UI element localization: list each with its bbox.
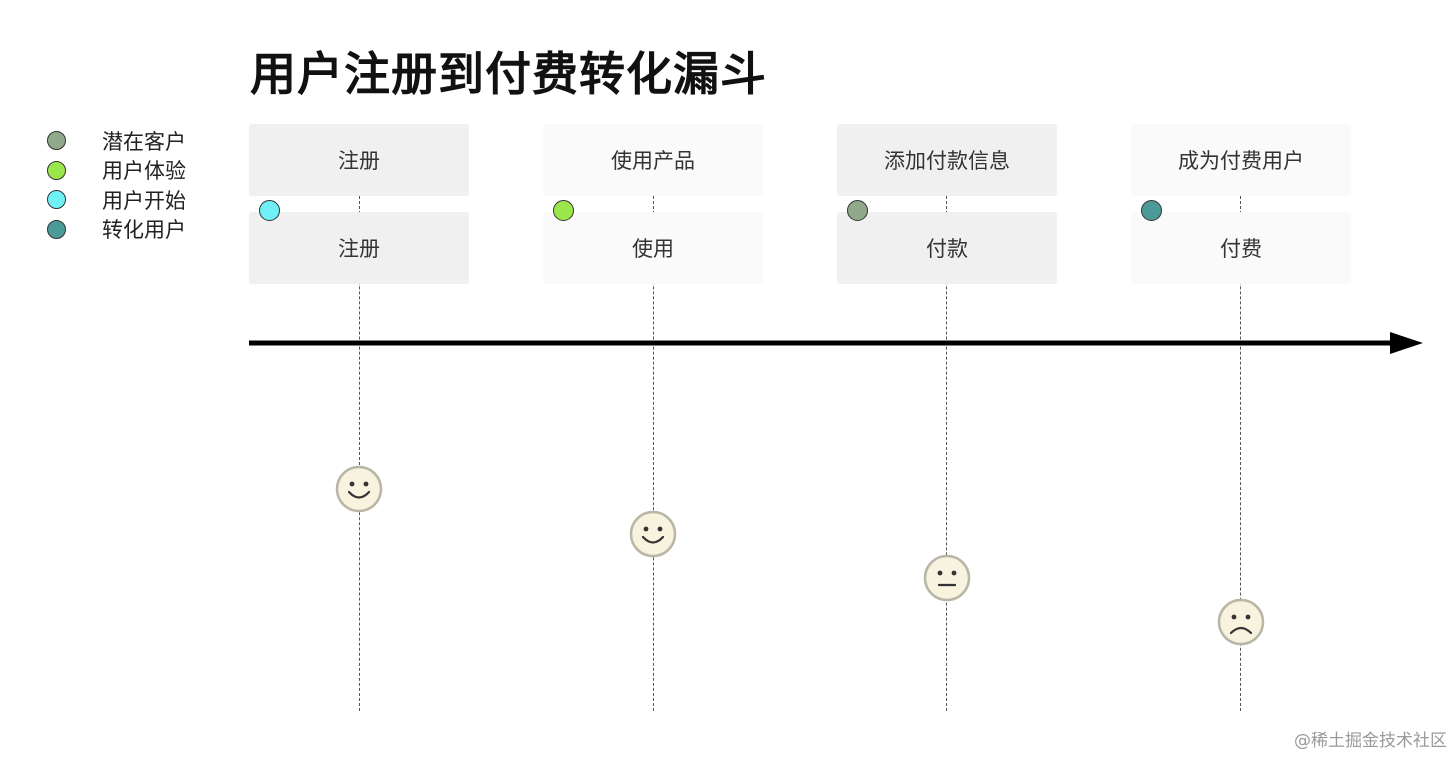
stage-connector-line [653,196,654,711]
legend-item: 用户体验 [47,156,186,186]
sad-face-icon [1217,598,1265,646]
legend-dot [47,131,66,151]
stage-dot [259,200,280,221]
legend-label: 转化用户 [102,218,186,243]
stage-bottom-box: 使用 [543,212,763,284]
stage-bottom-box: 付款 [837,212,1057,284]
stage-connector-line [946,196,947,711]
legend-label: 用户体验 [102,159,186,184]
stage-top-box: 成为付费用户 [1131,124,1351,196]
stage-dot [847,200,868,221]
legend-item: 潜在客户 [47,126,186,156]
stage-dot [553,200,574,221]
legend-dot [47,219,66,239]
stage-top-box: 添加付款信息 [837,124,1057,196]
page-title: 用户注册到付费转化漏斗 [250,47,767,101]
stage-bottom-box: 注册 [249,212,469,284]
stage-bottom-box: 付费 [1131,212,1351,284]
stage-dot [1141,200,1162,221]
stage-top-box: 使用产品 [543,124,763,196]
stage-top-box: 注册 [249,124,469,196]
watermark: @稀土掘金技术社区 [1294,731,1447,751]
happy-face-icon [629,510,677,558]
stage-connector-line [1240,196,1241,711]
happy-face-icon [335,465,383,513]
legend-item: 转化用户 [47,215,186,245]
legend-dot [47,190,66,210]
legend-label: 潜在客户 [102,129,186,154]
neutral-face-icon [923,554,971,602]
legend-dot [47,160,66,180]
legend: 潜在客户 用户体验 用户开始 转化用户 [47,126,186,244]
legend-item: 用户开始 [47,185,186,215]
legend-label: 用户开始 [102,188,186,213]
stage-connector-line [359,196,360,711]
